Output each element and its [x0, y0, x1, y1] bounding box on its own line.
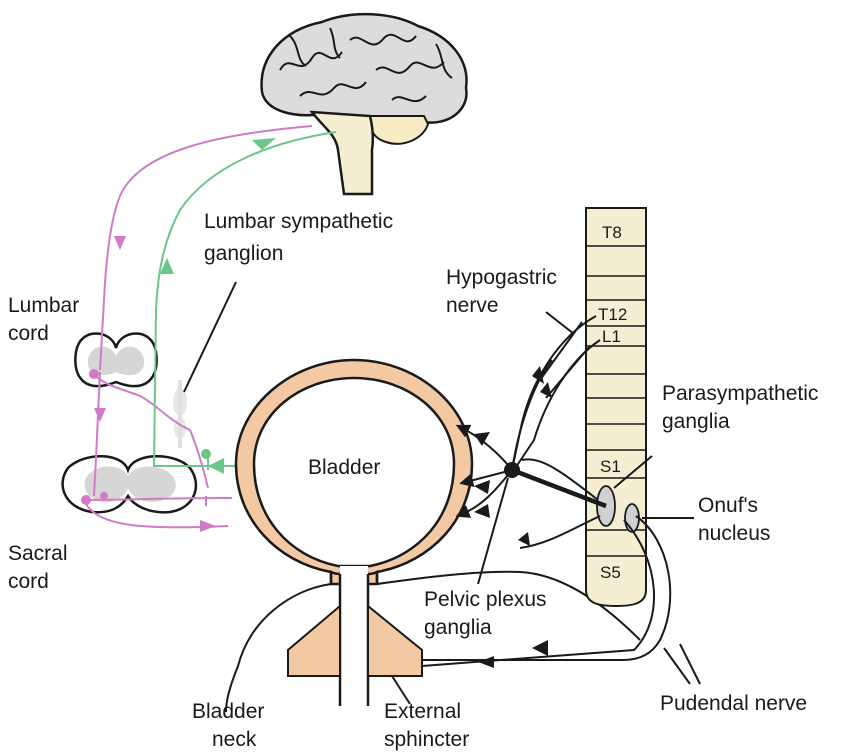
label-sphincter: sphincter [384, 728, 469, 751]
label-hypogastric-nerve: nerve [446, 294, 499, 317]
segment-s5: S5 [600, 563, 621, 582]
ganglion-leader-line [184, 282, 236, 392]
label-sacral: Sacral [8, 542, 68, 565]
label-external: External [384, 700, 461, 723]
lumbar-sympathetic-ganglion [173, 282, 236, 448]
pink-arrow-icon [114, 236, 126, 250]
label-lumbar-sympathetic-ganglion: ganglion [204, 242, 283, 265]
label-bladder: Bladder [308, 456, 380, 479]
label-pelvic-plexus: Pelvic plexus [424, 588, 547, 611]
pink-arrow-icon [200, 520, 216, 532]
green-arrow-icon [252, 138, 276, 150]
pink-node [100, 492, 108, 500]
label-bladder-neck-2: neck [212, 728, 257, 751]
pelvic-plexus-node [504, 462, 520, 478]
label-pudendal-nerve: Pudendal nerve [660, 692, 807, 715]
black-arrow-icon [478, 656, 494, 668]
pink-node [89, 369, 99, 379]
green-arrow-icon [208, 458, 224, 474]
lumbar-cord [75, 334, 156, 387]
black-arrow-icon [518, 532, 530, 546]
label-lumbar: Lumbar [8, 294, 79, 317]
black-arrow-icon [540, 382, 552, 398]
pink-node [81, 495, 91, 505]
label-parasympathetic-ganglia: ganglia [662, 410, 730, 433]
black-arrow-icon [474, 480, 490, 494]
segment-l1: L1 [602, 327, 621, 346]
black-arrow-icon [532, 640, 548, 656]
label-pelvic-plexus-ganglia: ganglia [424, 616, 492, 639]
bladder [236, 360, 472, 706]
onufs-nucleus [625, 504, 639, 532]
label-sacral-cord: cord [8, 570, 49, 593]
label-parasympathetic: Parasympathetic [662, 382, 818, 405]
label-onufs: Onuf's [698, 494, 758, 517]
label-lumbar-sympathetic: Lumbar sympathetic [204, 210, 393, 233]
brain [262, 14, 467, 194]
spinal-column [586, 208, 646, 606]
sacral-cord [63, 456, 196, 512]
segment-s1: S1 [600, 457, 621, 476]
segment-t12: T12 [598, 305, 627, 324]
segment-t8: T8 [602, 223, 622, 242]
label-hypogastric: Hypogastric [446, 266, 557, 289]
label-bladder-neck-1: Bladder [192, 700, 264, 723]
label-lumbar-cord: cord [8, 322, 49, 345]
label-onufs-nucleus: nucleus [698, 522, 770, 545]
green-node [201, 449, 211, 459]
pink-arrow-icon [94, 408, 106, 422]
